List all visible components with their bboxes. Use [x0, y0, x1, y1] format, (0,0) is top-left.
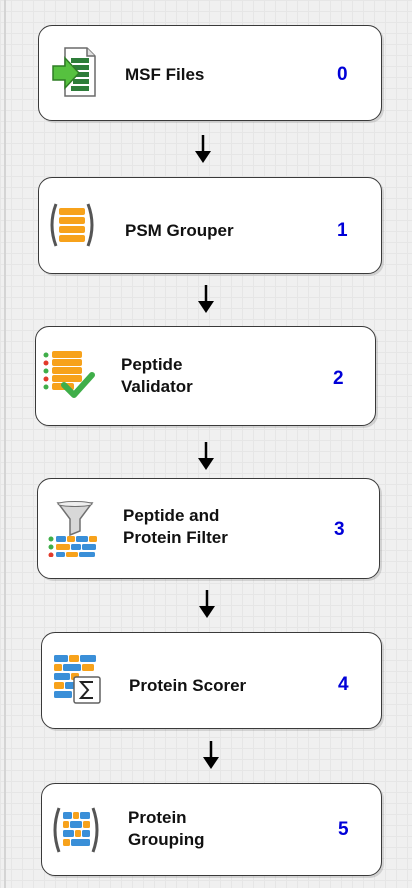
connector-arrow: [198, 285, 214, 313]
label-line: Peptide and: [123, 506, 220, 525]
node-label: MSF Files: [125, 64, 204, 86]
connector-arrow: [199, 590, 215, 618]
canvas-divider: [4, 0, 6, 888]
node-index: 1: [337, 220, 348, 241]
connector-arrow: [203, 741, 219, 769]
node-psm-grouper[interactable]: PSM Grouper 1: [38, 177, 382, 274]
node-peptide-validator[interactable]: Peptide Validator 2: [35, 326, 376, 426]
node-label: Peptide Validator: [121, 354, 193, 398]
msf-files-icon: [51, 46, 101, 97]
node-peptide-protein-filter[interactable]: Peptide and Protein Filter 3: [37, 478, 380, 579]
peptide-protein-filter-icon: [48, 501, 98, 557]
label-line: Peptide: [121, 355, 183, 374]
peptide-validator-icon: [42, 349, 95, 399]
label-line: Validator: [121, 377, 193, 396]
label-line: Protein: [128, 808, 187, 827]
node-msf-files[interactable]: MSF Files 0: [38, 25, 382, 121]
node-index: 3: [334, 519, 345, 540]
node-protein-grouping[interactable]: Protein Grouping 5: [41, 783, 382, 876]
protein-grouping-icon: [50, 804, 100, 854]
label-line: PSM Grouper: [125, 221, 234, 240]
node-label: Peptide and Protein Filter: [123, 505, 228, 549]
protein-scorer-icon: [52, 653, 102, 704]
node-index: 2: [333, 368, 344, 389]
label-line: MSF Files: [125, 65, 205, 84]
label-line: Protein Scorer: [129, 676, 247, 695]
psm-grouper-icon: [47, 200, 97, 250]
node-label: PSM Grouper: [125, 220, 234, 242]
node-protein-scorer[interactable]: Protein Scorer 4: [41, 632, 382, 729]
node-index: 4: [338, 674, 349, 695]
node-index: 5: [338, 819, 349, 840]
label-line: Grouping: [128, 830, 205, 849]
label-line: Protein Filter: [123, 528, 228, 547]
connector-arrow: [198, 442, 214, 470]
node-index: 0: [337, 64, 348, 85]
connector-arrow: [195, 135, 211, 163]
node-label: Protein Grouping: [128, 807, 204, 851]
node-label: Protein Scorer: [129, 675, 246, 697]
